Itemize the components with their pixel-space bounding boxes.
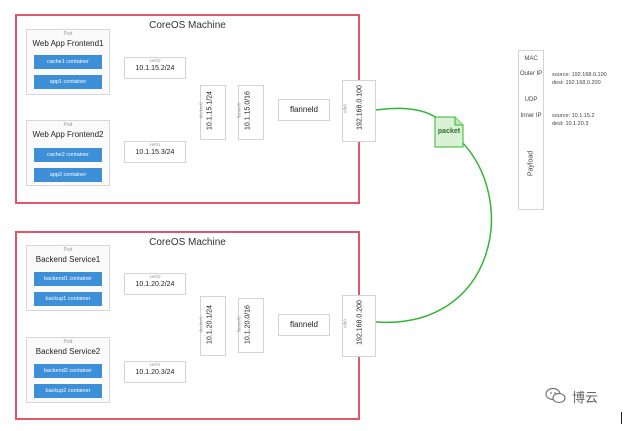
pod-label: Pod — [63, 122, 73, 128]
flanneld-label: flanneld — [289, 320, 319, 329]
veth1-interface — [124, 141, 186, 163]
veth0-label: veth0 — [149, 274, 161, 279]
packet-outer-source: source: 192.168.0.100 — [552, 72, 607, 78]
eth0-ip: 192.168.0.200 — [356, 300, 364, 345]
machine-title: CoreOS Machine — [149, 20, 226, 31]
eth0-interface — [342, 80, 376, 142]
packet-payload: Payload — [527, 150, 535, 177]
veth1-label: veth1 — [149, 362, 161, 367]
flanneld-label: flanneld — [289, 105, 319, 114]
link-packet-eth0-2 — [375, 139, 493, 323]
flannel0-label: flannel0 — [236, 316, 242, 333]
container-backend1: backend1 container — [34, 272, 102, 286]
pod-label: Pod — [63, 247, 73, 253]
container-app2: app2 container — [34, 168, 102, 182]
packet-inner-dest: dest: 10.1.20.3 — [552, 121, 589, 127]
veth1-label: veth1 — [149, 142, 161, 147]
eth0-label: eth0 — [342, 319, 348, 328]
eth0-interface — [342, 295, 376, 357]
packet-outer-ip: Outer IP — [519, 71, 543, 77]
veth1-ip: 10.1.15.3/24 — [135, 149, 175, 156]
veth0-label: veth0 — [149, 58, 161, 63]
packet-label: packet — [437, 128, 461, 135]
pod-label: Pod — [63, 31, 73, 37]
flannel0-ip: 10.1.15.0/16 — [244, 91, 252, 130]
eth0-label: eth0 — [342, 104, 348, 113]
machine-title: CoreOS Machine — [149, 237, 226, 248]
link-eth0-packet — [375, 107, 438, 119]
veth1-interface — [124, 361, 186, 383]
container-cache2: cache2 container — [34, 148, 102, 162]
docker0-bridge — [200, 85, 226, 140]
flannel0-interface — [238, 298, 264, 353]
veth0-interface — [124, 273, 186, 295]
packet-mac: MAC — [524, 56, 538, 62]
docker0-bridge — [200, 296, 226, 356]
docker0-ip: 10.1.15.1/24 — [206, 91, 214, 130]
wechat-icon — [545, 387, 566, 404]
packet-udp: UDP — [524, 97, 538, 103]
container-backup1: backup1 container — [34, 292, 102, 306]
docker0-label: docker0 — [198, 102, 204, 119]
eth0-ip: 192.168.0.100 — [356, 85, 364, 130]
flanneld-daemon — [278, 99, 330, 121]
veth0-ip: 10.1.15.2/24 — [135, 65, 175, 72]
container-backend2: backend2 container — [34, 364, 102, 378]
docker0-label: docker0 — [198, 316, 204, 333]
pod-name: Web App Frontend1 — [32, 39, 104, 48]
veth0-ip: 10.1.20.2/24 — [135, 281, 175, 288]
packet-inner-ip: Inner IP — [520, 113, 542, 119]
pod-label: Pod — [63, 339, 73, 345]
watermark-text: 博云 — [572, 390, 599, 405]
veth1-ip: 10.1.20.3/24 — [135, 369, 175, 376]
flanneld-daemon — [278, 314, 330, 336]
packet-structure-panel — [518, 50, 544, 210]
veth0-interface — [124, 57, 186, 79]
pod-name: Backend Service2 — [35, 347, 101, 356]
pod-name: Web App Frontend2 — [32, 130, 104, 139]
container-backup2: backup2 container — [34, 384, 102, 398]
flannel0-label: flannel0 — [236, 102, 242, 119]
packet-inner-source: source: 10.1.15.2 — [552, 113, 595, 119]
packet-icon — [434, 116, 464, 148]
flannel0-interface — [238, 85, 264, 140]
cursor-mark — [621, 412, 622, 424]
pod-name: Backend Service1 — [35, 255, 101, 264]
flannel0-ip: 10.1.20.0/16 — [244, 305, 252, 344]
container-cache1: cache1 container — [34, 55, 102, 69]
container-app1: app1 container — [34, 75, 102, 89]
docker0-ip: 10.1.20.1/24 — [206, 305, 214, 344]
packet-outer-dest: dest: 192.168.0.200 — [552, 80, 601, 86]
